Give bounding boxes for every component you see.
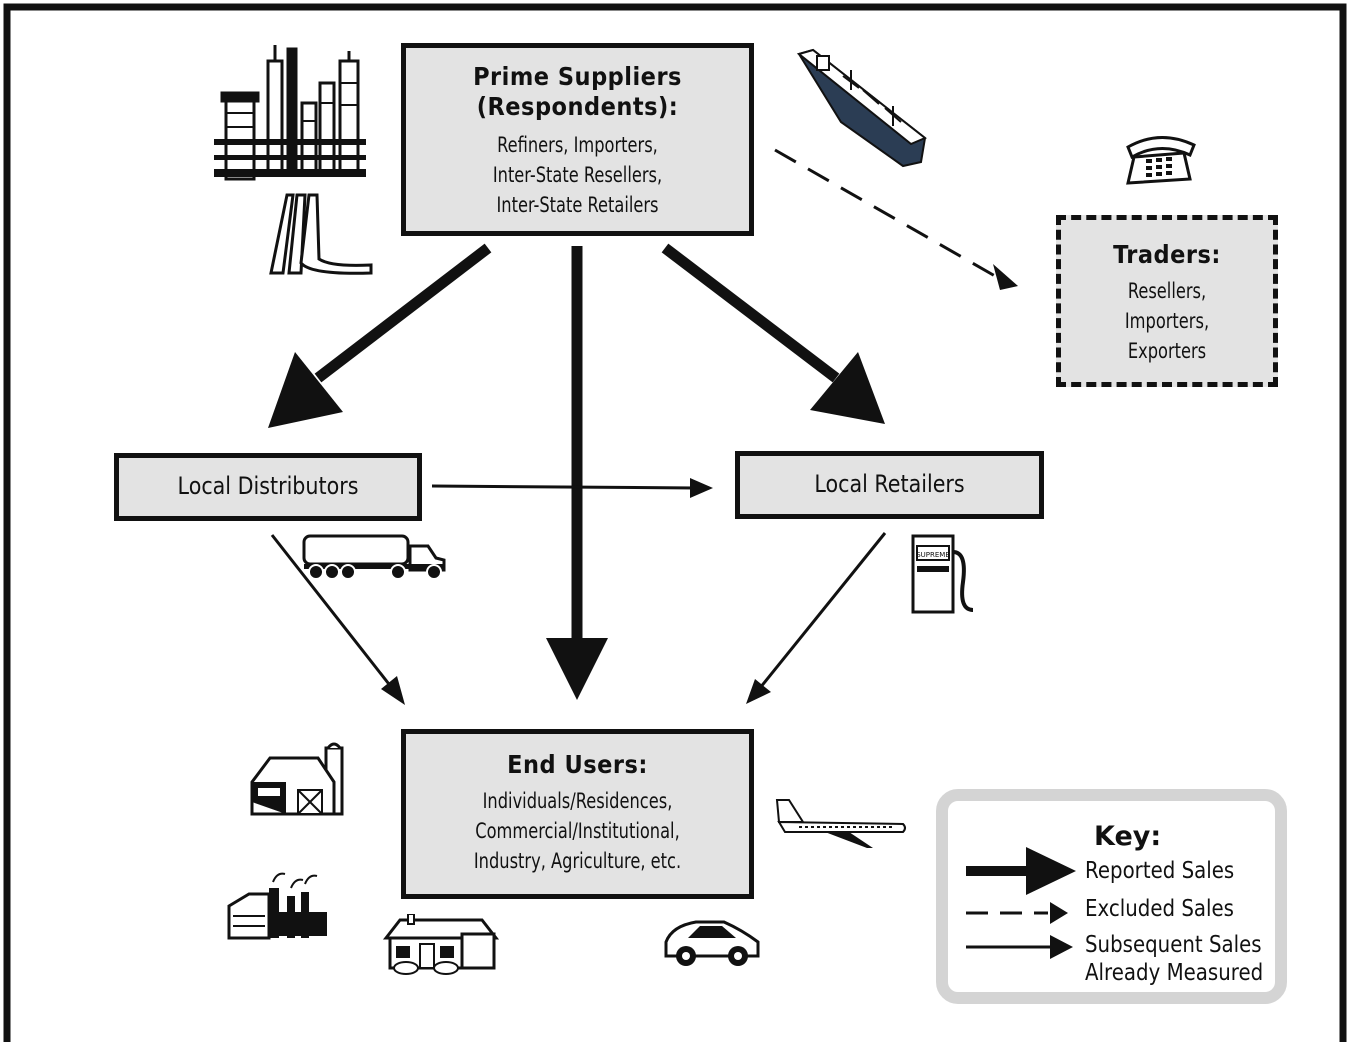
- key-reported-arrow: [966, 847, 1076, 895]
- prime-title-line1: Prime Suppliers: [473, 62, 682, 91]
- traders-line2: Importers,: [1124, 309, 1210, 333]
- local-retailers-box: Local Retailers: [735, 451, 1044, 519]
- end-users-title: End Users:: [507, 750, 648, 779]
- pipeline-icon: [269, 193, 373, 275]
- arrow-distributors-to-endusers: [270, 534, 405, 705]
- end-users-line1: Individuals/Residences,: [482, 789, 673, 813]
- key-legend: Key: Reported Sales Excluded Sales Subse…: [936, 789, 1287, 1004]
- key-reported-label: Reported Sales: [1085, 858, 1235, 884]
- key-subsequent-label-1: Subsequent Sales: [1085, 932, 1262, 958]
- arrow-prime-to-distributors: [268, 243, 492, 428]
- end-users-box: End Users: Individuals/Residences, Comme…: [401, 729, 754, 899]
- prime-line3: Inter-State Retailers: [496, 193, 659, 217]
- prime-line2: Inter-State Resellers,: [492, 163, 663, 187]
- key-excluded-arrow: [966, 902, 1068, 924]
- traders-box: Traders: Resellers, Importers, Exporters: [1056, 215, 1278, 387]
- end-users-line2: Commercial/Institutional,: [475, 819, 680, 843]
- prime-title-line2: (Respondents):: [476, 92, 679, 121]
- prime-line1: Refiners, Importers,: [497, 133, 658, 157]
- local-retailers-label: Local Retailers: [814, 470, 965, 498]
- traders-line1: Resellers,: [1127, 279, 1207, 303]
- tanker-ship-icon: [796, 48, 927, 168]
- arrow-prime-to-retailers: [661, 243, 885, 424]
- factory-icon: [227, 872, 327, 940]
- barn-icon: [250, 742, 344, 816]
- telephone-icon: [1126, 135, 1196, 185]
- house-icon: [382, 914, 500, 975]
- gas-pump-label: SUPREME: [916, 551, 950, 559]
- key-excluded-label: Excluded Sales: [1085, 896, 1234, 922]
- key-subsequent-arrow: [966, 935, 1073, 959]
- traders-line3: Exporters: [1127, 339, 1207, 363]
- prime-suppliers-box: Prime Suppliers (Respondents): Refiners,…: [401, 43, 754, 236]
- traders-title: Traders:: [1113, 240, 1221, 269]
- local-distributors-box: Local Distributors: [114, 453, 422, 521]
- end-users-line3: Industry, Agriculture, etc.: [473, 849, 682, 873]
- airplane-icon: [775, 799, 906, 848]
- refinery-icon: [214, 45, 366, 181]
- arrow-distributors-to-retailers: [431, 478, 713, 498]
- arrow-retailers-to-endusers: [746, 532, 887, 704]
- key-arrow-samples: [966, 847, 1076, 959]
- key-title: Key:: [1094, 821, 1162, 852]
- key-subsequent-label-2: Already Measured: [1085, 960, 1264, 986]
- local-distributors-label: Local Distributors: [177, 472, 359, 500]
- gas-pump-icon: SUPREME: [911, 534, 974, 614]
- tanker-truck-icon: [302, 534, 446, 580]
- arrow-prime-to-endusers: [546, 246, 608, 700]
- car-icon: [664, 920, 760, 966]
- arrow-prime-to-traders: [774, 148, 1018, 290]
